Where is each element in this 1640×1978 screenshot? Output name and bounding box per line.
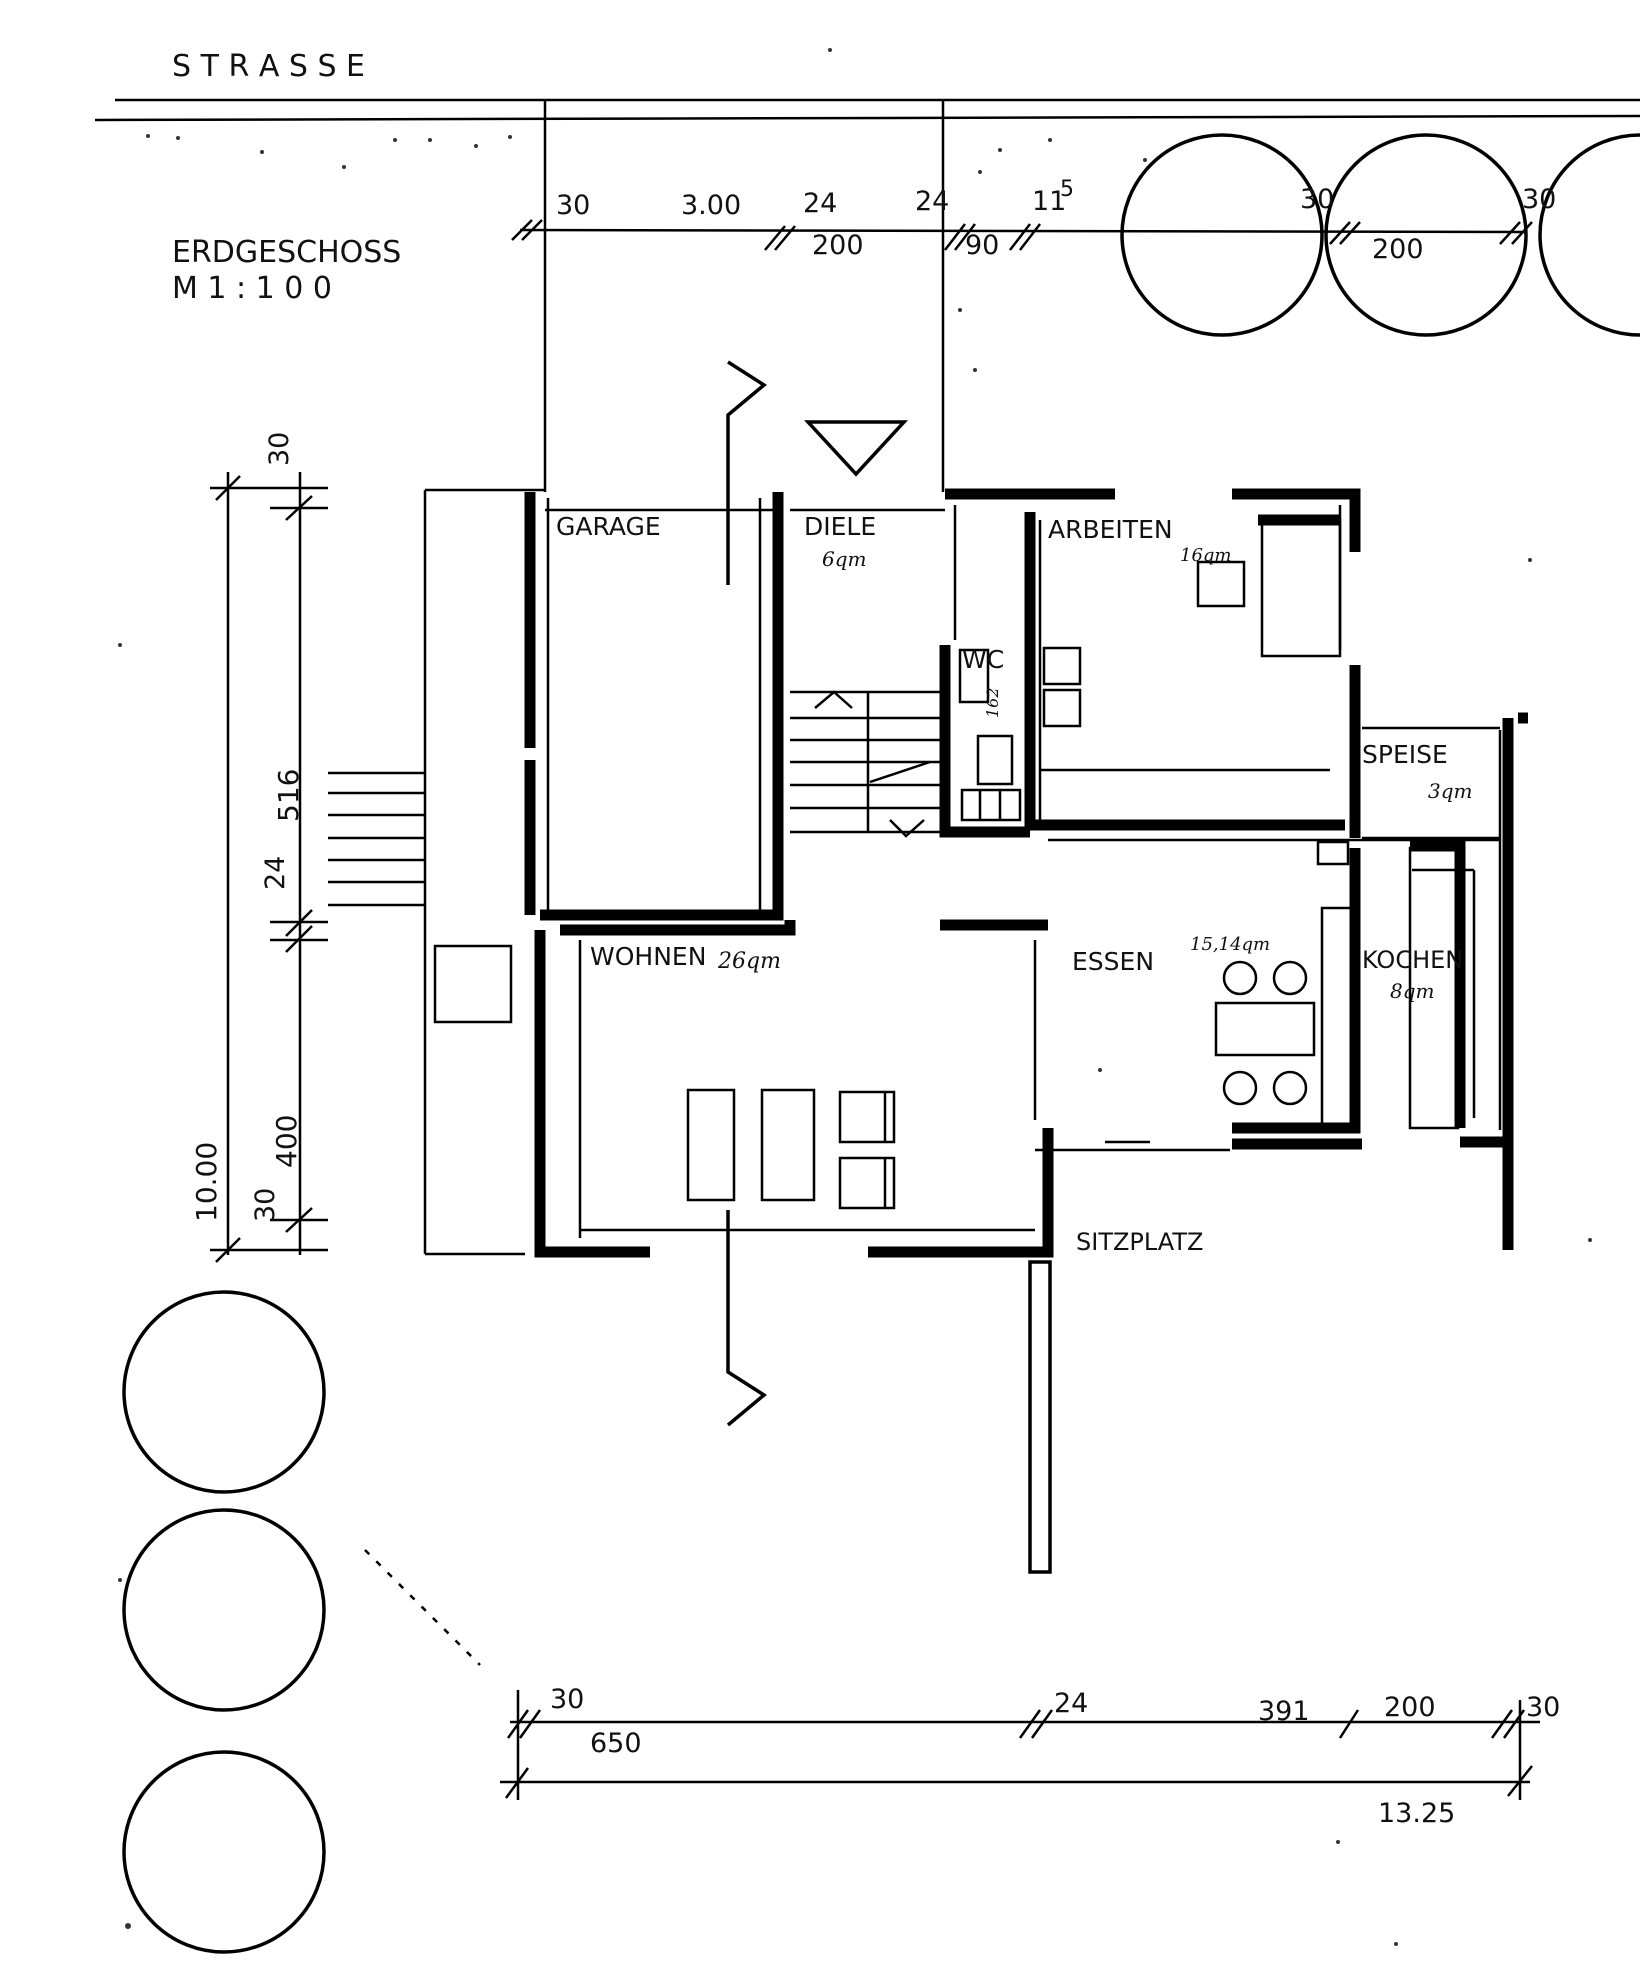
dim-bottom-1325: 13.25: [1378, 1798, 1455, 1829]
room-label-arbeiten: ARBEITEN: [1048, 515, 1173, 544]
section-marker-top: [726, 360, 767, 585]
tree-symbol: [122, 1290, 326, 1494]
dim-top-5: 5: [1060, 177, 1074, 202]
cabinet: [1260, 518, 1342, 658]
site-outline: [423, 488, 945, 1256]
dim-bottom-200: 200: [1384, 1692, 1436, 1723]
room-label-garage: GARAGE: [556, 512, 661, 541]
dim-top-24a: 24: [803, 188, 837, 219]
room-label-kochen: KOCHEN: [1362, 946, 1463, 974]
room-label-essen: ESSEN: [1072, 947, 1154, 976]
dim-top-30a: 30: [556, 190, 590, 221]
dim-top-90: 90: [965, 230, 999, 261]
dim-top-11: 11: [1032, 186, 1066, 217]
room-area-kochen: 8qm: [1390, 979, 1435, 1003]
tree-symbols: [122, 133, 1640, 1954]
tree-symbol: [122, 1508, 326, 1712]
wc-fixtures: [958, 648, 1022, 822]
armchair: [838, 1156, 896, 1210]
armchair: [838, 1090, 896, 1144]
tree-symbol: [1538, 133, 1640, 337]
street-edge: [94, 98, 1640, 122]
dim-bottom-650: 650: [590, 1728, 642, 1759]
room-dim-wc: 162: [983, 687, 1002, 718]
scale-label: M 1 : 1 0 0: [172, 271, 332, 306]
room-area-arbeiten: 16qm: [1180, 545, 1232, 566]
dim-top-30c: 30: [1522, 184, 1556, 215]
room-area-diele: 6qm: [822, 547, 867, 571]
dim-top-30b: 30: [1300, 184, 1334, 215]
dim-left-30a: 30: [264, 432, 295, 466]
dim-top-200a: 200: [812, 230, 864, 261]
room-label-wohnen: WOHNEN: [590, 942, 706, 971]
dim-top-24b: 24: [915, 186, 949, 217]
dim-left-516: 516: [272, 769, 305, 822]
room-label-wc: WC: [962, 645, 1004, 674]
left-dimension-line: [210, 472, 425, 1263]
dim-top-200b: 200: [1372, 234, 1424, 265]
room-area-speise: 3qm: [1428, 779, 1473, 803]
tree-symbol: [1120, 133, 1324, 337]
sofa: [760, 1088, 816, 1202]
scan-streak: [364, 1549, 481, 1666]
garden-wall: [1028, 1260, 1052, 1574]
tree-symbol: [122, 1750, 326, 1954]
dim-top-300: 3.00: [681, 190, 741, 221]
street-label: S T R A S S E: [172, 49, 365, 84]
tree-symbol: [1324, 133, 1528, 337]
room-area-essen: 15,14qm: [1190, 934, 1270, 955]
chair: [1222, 1070, 1258, 1106]
entrance-arrow: [804, 420, 908, 477]
chair: [1222, 960, 1258, 996]
dim-bottom-391: 391: [1258, 1696, 1310, 1727]
desk: [1196, 560, 1246, 608]
walls: [524, 488, 1528, 1258]
dim-left-1000: 10.00: [190, 1142, 223, 1222]
room-label-diele: DIELE: [804, 512, 876, 541]
room-area-wohnen: 26qm: [717, 949, 781, 974]
staircase: [790, 690, 940, 838]
stove: [1316, 840, 1350, 866]
dim-left-24: 24: [260, 856, 291, 890]
chair: [1042, 688, 1082, 728]
bottom-dimension-line: [500, 1690, 1540, 1800]
room-label-speise: SPEISE: [1362, 740, 1448, 769]
dim-bottom-24: 24: [1054, 1688, 1088, 1719]
driveway-lines: [543, 100, 945, 492]
floor-title: ERDGESCHOSS: [172, 235, 401, 270]
chair: [1042, 646, 1082, 686]
sofa: [686, 1088, 736, 1202]
kitchen-counter: [1408, 846, 1460, 1130]
scan-speckles: [118, 48, 1592, 1946]
chair: [1272, 960, 1308, 996]
furniture: [686, 518, 1460, 1210]
dim-left-30b: 30: [250, 1188, 281, 1222]
dim-left-400: 400: [270, 1115, 303, 1168]
dim-bottom-30a: 30: [550, 1684, 584, 1715]
counter: [1320, 906, 1356, 1132]
section-marker-bottom: [726, 1210, 767, 1427]
dim-bottom-30b: 30: [1526, 1692, 1560, 1723]
top-dimension-line: [511, 219, 1533, 251]
dining-table: [1214, 1001, 1316, 1057]
chair: [1272, 1070, 1308, 1106]
room-label-sitzplatz: SITZPLATZ: [1076, 1228, 1203, 1256]
